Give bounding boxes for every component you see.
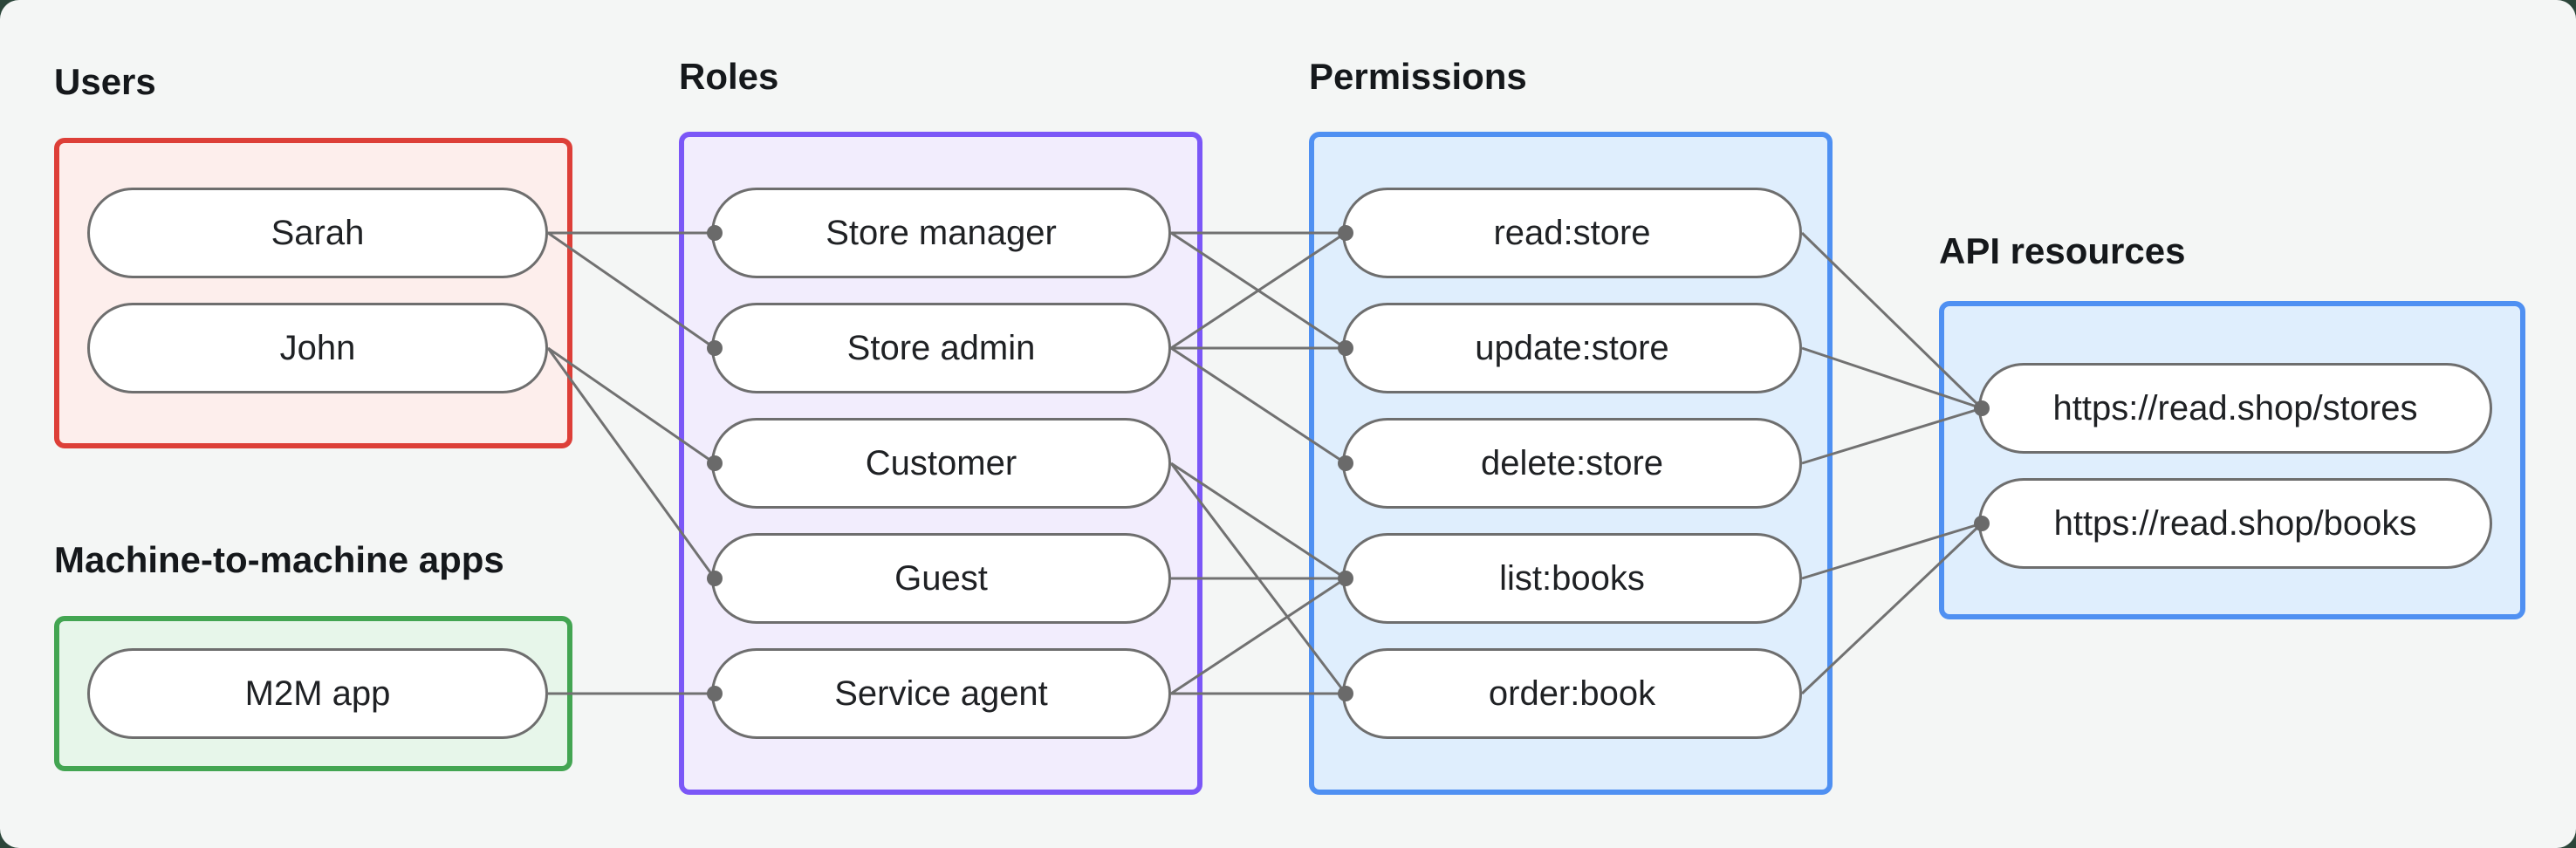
- node-list-books: list:books: [1342, 533, 1802, 624]
- node-update-store: update:store: [1342, 303, 1802, 393]
- node-service-agent: Service agent: [711, 648, 1171, 739]
- group-label-m2m-apps: Machine-to-machine apps: [54, 539, 504, 580]
- group-box-users: [54, 138, 572, 448]
- group-label-api-resources: API resources: [1939, 230, 2186, 271]
- node-order-book: order:book: [1342, 648, 1802, 739]
- group-label-permissions: Permissions: [1309, 56, 1527, 97]
- node-sarah: Sarah: [87, 188, 548, 278]
- node-books-resource: https://read.shop/books: [1978, 478, 2492, 569]
- group-box-api-resources: [1939, 301, 2525, 619]
- node-delete-store: delete:store: [1342, 418, 1802, 509]
- group-label-users: Users: [54, 61, 156, 102]
- node-guest: Guest: [711, 533, 1171, 624]
- node-store-manager: Store manager: [711, 188, 1171, 278]
- node-read-store: read:store: [1342, 188, 1802, 278]
- node-store-admin: Store admin: [711, 303, 1171, 393]
- node-stores-resource: https://read.shop/stores: [1978, 363, 2492, 454]
- node-customer: Customer: [711, 418, 1171, 509]
- node-john: John: [87, 303, 548, 393]
- group-label-roles: Roles: [679, 56, 779, 97]
- node-m2m-app: M2M app: [87, 648, 548, 739]
